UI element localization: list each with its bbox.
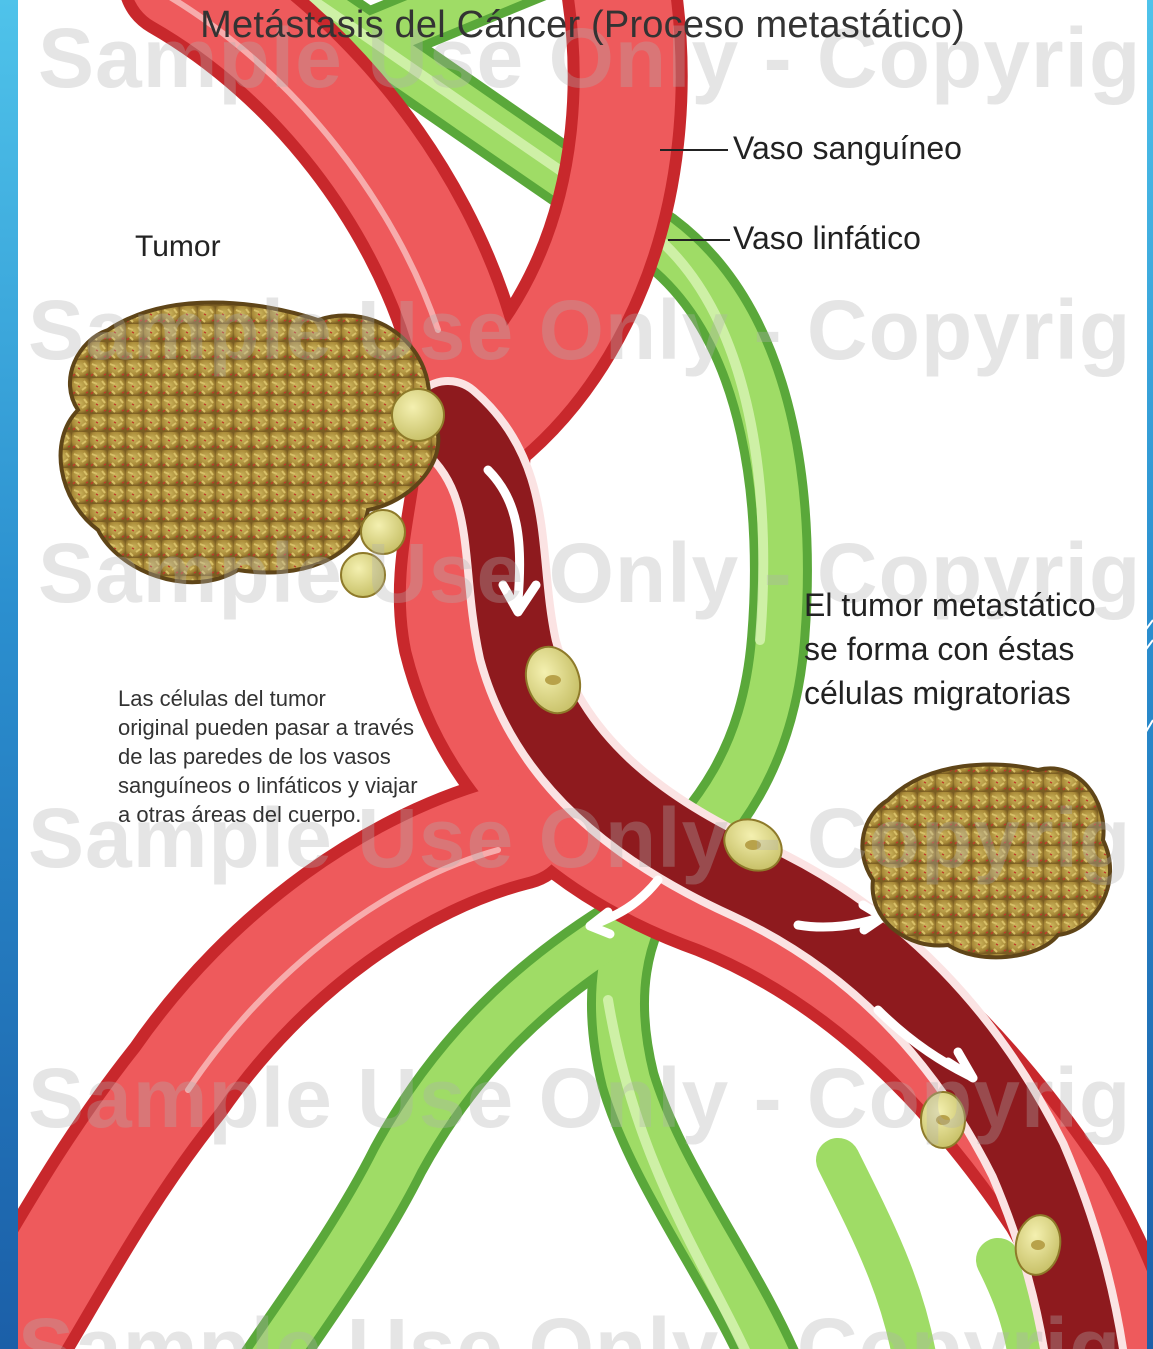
metastatic-line-3: células migratorias [804,671,1096,715]
label-blood-vessel: Vaso sanguíneo [733,130,962,167]
label-lymph-vessel: Vaso linfático [733,220,921,257]
description-line-1: Las células del tumor [118,684,498,713]
description-line-3: de las paredes de los vasos [118,742,498,771]
watermark-text: Sample Use Only - Copyrig [28,1050,1131,1147]
slide-decoration-lines [1123,600,1153,800]
watermark-text: Sample Use Only - Copyrig [28,282,1131,379]
metastatic-line-2: se forma con éstas [804,627,1096,671]
description-text: Las células del tumor original pueden pa… [118,684,498,829]
label-tumor: Tumor [135,230,221,264]
label-metastatic-tumor: El tumor metastático se forma con éstas … [804,583,1096,715]
diagram-title: Metástasis del Cáncer (Proceso metastáti… [18,4,1147,47]
description-line-4: sanguíneos o linfáticos y viajar [118,771,498,800]
description-line-2: original pueden pasar a través [118,713,498,742]
metastatic-line-1: El tumor metastático [804,583,1096,627]
metastasis-illustration: Sample Use Only - Copyrig Sample Use Onl… [18,0,1147,1349]
description-line-5: a otras áreas del cuerpo. [118,800,498,829]
watermark-text: Sample Use Only - Copyrig [18,1300,1121,1349]
